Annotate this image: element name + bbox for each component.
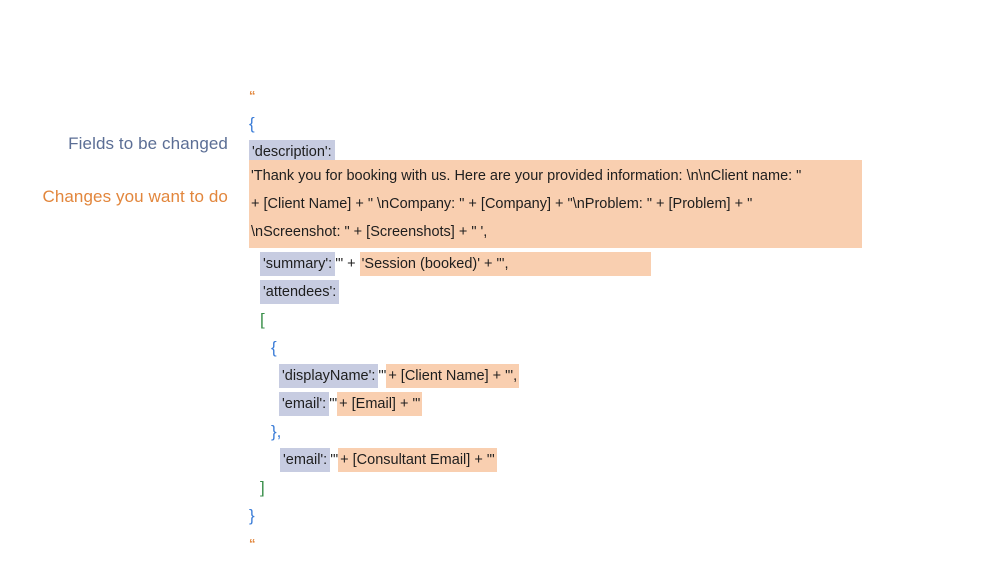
- email-quote: '": [329, 396, 338, 412]
- code-line-display-name: 'displayName':'"+ [Client Name] + "',: [249, 362, 949, 390]
- open-quote-mark: “: [249, 88, 255, 103]
- code-snippet: “ { 'description': 'summary':'" + 'Sessi…: [249, 82, 949, 558]
- value-description-block: 'Thank you for booking with us. Here are…: [249, 160, 862, 248]
- code-line-nested-open-brace: {: [249, 334, 949, 362]
- field-consultant-email-key: 'email':: [280, 448, 331, 472]
- code-line-email: 'email':'"+ [Email] + "': [249, 390, 949, 418]
- value-summary: 'Session (booked)' + "',: [359, 252, 511, 276]
- close-quote-mark: “: [249, 536, 255, 551]
- nested-open-brace: {: [271, 338, 277, 357]
- open-brace: {: [249, 114, 255, 133]
- nested-close-brace: },: [271, 422, 282, 441]
- value-description-line-3: \nScreenshot: " + [Screenshots] + " ',: [251, 224, 488, 240]
- code-line-open-quote: “: [249, 82, 949, 110]
- code-line-summary: 'summary':'" + 'Session (booked)' + "',: [249, 250, 949, 278]
- code-line-close-quote: “: [249, 530, 949, 558]
- code-line-consultant-email: 'email':'"+ [Consultant Email] + "': [249, 446, 949, 474]
- field-email-key: 'email':: [279, 392, 330, 416]
- value-consultant-email: + [Consultant Email] + "': [338, 448, 497, 472]
- open-bracket: [: [260, 310, 265, 329]
- code-line-close-bracket: ]: [249, 474, 949, 502]
- field-display-name-key: 'displayName':: [279, 364, 379, 388]
- value-email: + [Email] + "': [337, 392, 423, 416]
- code-line-close-brace: }: [249, 502, 949, 530]
- value-description-line-2: + [Client Name] + " \nCompany: " + [Comp…: [251, 196, 753, 212]
- code-line-open-brace: {: [249, 110, 949, 138]
- value-description-line-1: 'Thank you for booking with us. Here are…: [251, 168, 802, 184]
- field-summary-key: 'summary':: [260, 252, 336, 276]
- value-summary-pad: [510, 252, 652, 276]
- value-display-name: + [Client Name] + "',: [386, 364, 520, 388]
- code-line-open-bracket: [: [249, 306, 949, 334]
- code-line-nested-close-brace: },: [249, 418, 949, 446]
- annotation-changes-you-want-to-do: Changes you want to do: [42, 187, 228, 206]
- code-line-attendees: 'attendees':: [249, 278, 949, 306]
- close-brace: }: [249, 506, 255, 525]
- display-name-quote: '": [378, 368, 387, 384]
- field-attendees-key: 'attendees':: [260, 280, 340, 304]
- summary-concat-operator: '" +: [335, 256, 356, 272]
- annotation-fields-to-be-changed: Fields to be changed: [68, 134, 228, 153]
- consultant-email-quote: '": [330, 452, 339, 468]
- close-bracket: ]: [260, 478, 265, 497]
